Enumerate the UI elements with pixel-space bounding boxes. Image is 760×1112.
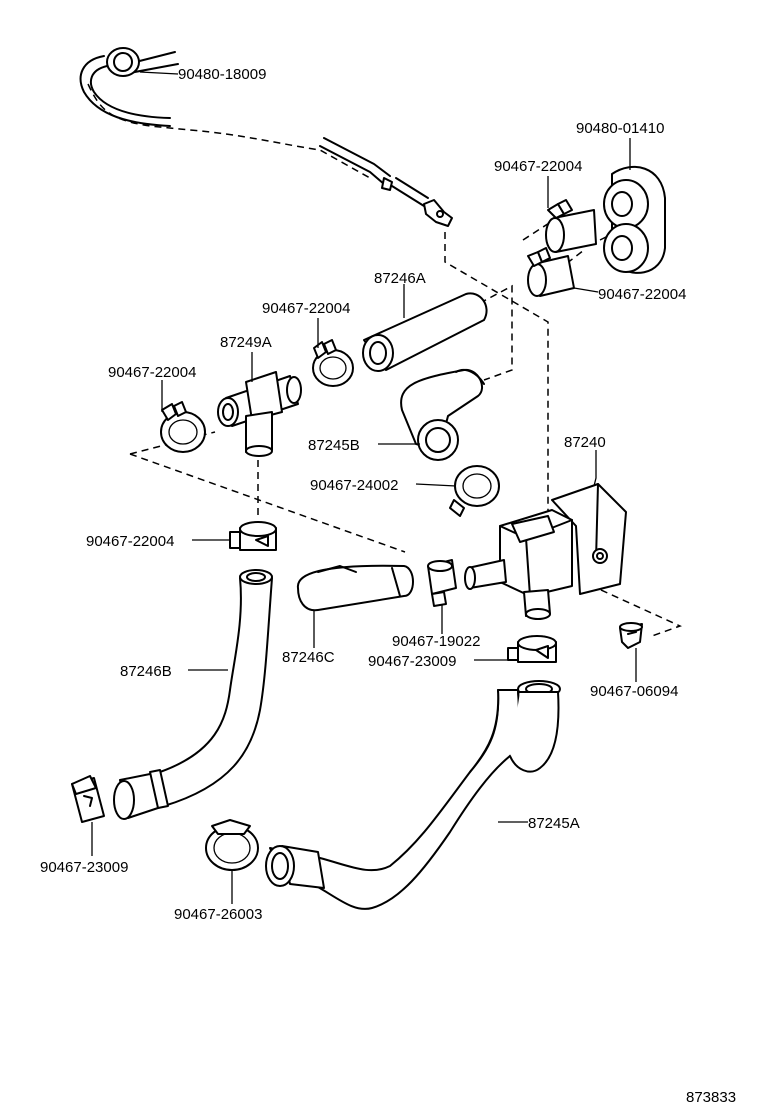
twin-grommet bbox=[603, 165, 666, 274]
hose-clamp-23009-right bbox=[507, 635, 557, 663]
hose-clamp-23009-left bbox=[71, 775, 105, 823]
hose-clamp-24002 bbox=[449, 465, 500, 517]
hose-clamp-19022 bbox=[427, 559, 457, 607]
callout-87246c: 87246C bbox=[282, 649, 335, 666]
callout-labels: 90480-18009 90480-01410 90467-22004 9046… bbox=[40, 66, 736, 1106]
callout-90467-19022: 90467-19022 bbox=[392, 633, 480, 650]
callout-90467-22004-e: 90467-22004 bbox=[86, 533, 174, 550]
callout-90467-22004-d: 90467-22004 bbox=[108, 364, 196, 381]
hose-clamp-26003 bbox=[205, 819, 259, 871]
callout-90467-22004-b: 90467-22004 bbox=[598, 286, 686, 303]
callout-87246a: 87246A bbox=[374, 270, 426, 287]
callout-87249a: 87249A bbox=[220, 334, 272, 351]
elbow-hose-87245b bbox=[400, 368, 485, 461]
hose-87246b bbox=[113, 569, 273, 820]
hose-clamp-left bbox=[160, 401, 206, 453]
callout-90467-22004-c: 90467-22004 bbox=[262, 300, 350, 317]
hose-87246c bbox=[296, 564, 414, 612]
t-fitting-87249a bbox=[217, 371, 302, 457]
hose-clamp-upper-1 bbox=[545, 199, 597, 253]
hose-clamp-middle bbox=[312, 339, 354, 387]
callout-90467-06094: 90467-06094 bbox=[590, 683, 678, 700]
leader-lines bbox=[91, 71, 637, 904]
callout-90480-18009: 90480-18009 bbox=[178, 66, 266, 83]
callout-87246b: 87246B bbox=[120, 663, 172, 680]
hose-87245a bbox=[265, 680, 561, 910]
callout-90467-23009-b: 90467-23009 bbox=[40, 859, 128, 876]
callout-90467-22004-a: 90467-22004 bbox=[494, 158, 582, 175]
hose-87246a bbox=[362, 292, 488, 372]
push-clip-06094 bbox=[619, 622, 643, 649]
assembly-dashed-lines bbox=[87, 83, 682, 637]
cable-with-grommet bbox=[79, 47, 453, 227]
hose-clamp-22004-lower bbox=[229, 521, 277, 551]
callout-90467-26003: 90467-26003 bbox=[174, 906, 262, 923]
callout-90480-01410: 90480-01410 bbox=[576, 120, 664, 137]
hose-clamp-upper-2 bbox=[527, 247, 575, 297]
callout-87245b: 87245B bbox=[308, 437, 360, 454]
callout-87245a: 87245A bbox=[528, 815, 580, 832]
diagram-code: 873833 bbox=[686, 1089, 736, 1106]
heater-valve-87240 bbox=[464, 483, 627, 620]
callout-90467-23009-a: 90467-23009 bbox=[368, 653, 456, 670]
callout-87240: 87240 bbox=[564, 434, 606, 451]
callout-90467-24002: 90467-24002 bbox=[310, 477, 398, 494]
